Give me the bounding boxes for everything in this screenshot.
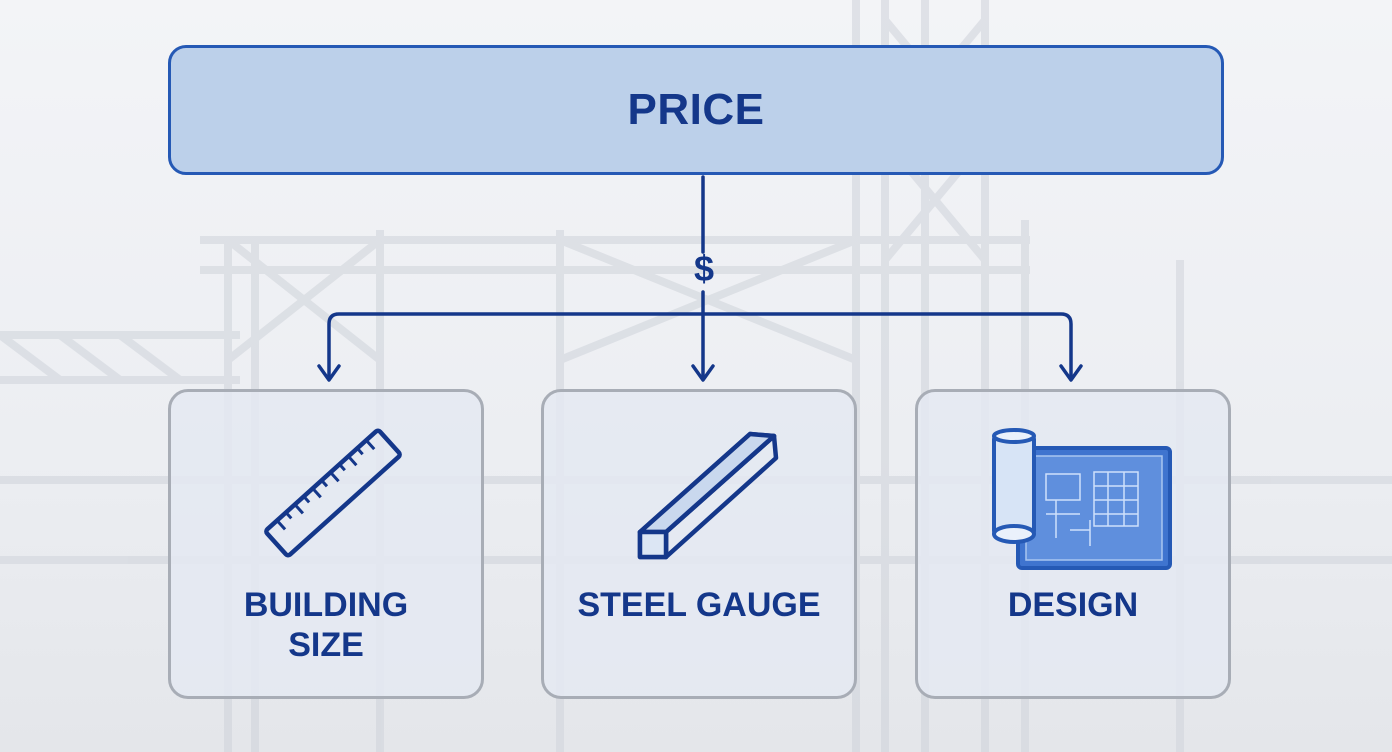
ruler-icon <box>264 428 402 558</box>
steel-gauge-card: STEEL GAUGE <box>541 389 857 699</box>
arrow-building-size <box>317 364 341 382</box>
design-label: DESIGN <box>1007 586 1139 624</box>
steel-beam-icon <box>637 431 779 560</box>
price-node: PRICE <box>168 45 1224 175</box>
building-size-card: BUILDING SIZE <box>168 389 484 699</box>
arrow-design <box>1059 364 1083 382</box>
blueprint-icon <box>992 428 1172 570</box>
arrow-steel-gauge <box>691 364 715 382</box>
branch-line <box>327 312 1073 380</box>
design-card: DESIGN <box>915 389 1231 699</box>
building-size-label-line1: BUILDING <box>243 586 409 624</box>
dollar-symbol: $ <box>693 248 715 289</box>
building-size-label-line2: SIZE <box>288 626 364 664</box>
steel-gauge-label: STEEL GAUGE <box>577 586 821 624</box>
price-label: PRICE <box>627 85 765 134</box>
